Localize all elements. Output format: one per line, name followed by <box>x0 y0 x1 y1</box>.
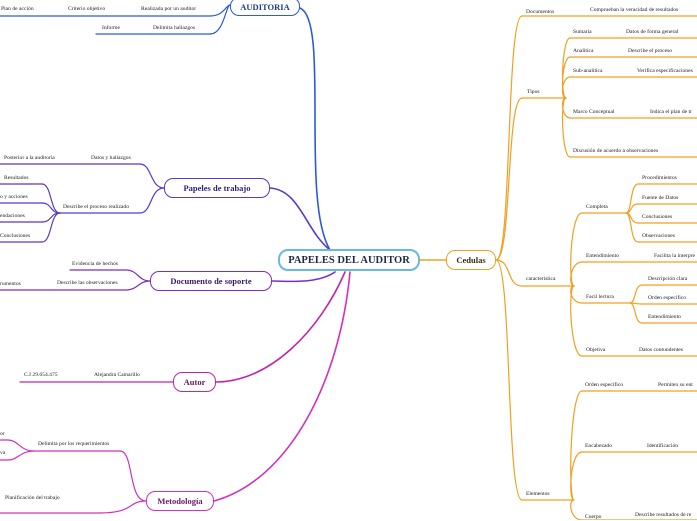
label-entendimiento[interactable]: Entendimiento <box>586 253 619 259</box>
label-conclusiones[interactable]: Conclusiones <box>0 233 31 239</box>
label-documentos[interactable]: Documentos <box>526 9 555 15</box>
label-comprueban-veracidad[interactable]: Comprueban la veracidad de resultados <box>590 7 679 13</box>
label-describe-observaciones[interactable]: Describe las observaciones <box>57 280 118 286</box>
label-marco-conceptual[interactable]: Marco Conceptual <box>573 109 615 115</box>
label-permiten-entendimiento[interactable]: Permiten su ent <box>658 382 693 388</box>
label-orden-especifico[interactable]: Orden especifico <box>648 295 687 301</box>
label-delimita-requerimientos[interactable]: Delimita por los requerimientos <box>38 441 110 447</box>
label-discusion-observaciones[interactable]: Discusión de acuerdo a observaciones <box>573 148 659 154</box>
label-recomendaciones[interactable]: endaciones <box>0 213 25 219</box>
topic-documento-de-soporte[interactable]: Documento de soporte <box>150 271 272 291</box>
label-delimita-hallazgos[interactable]: Delimita hallazgos <box>153 25 196 31</box>
label-datos-forma-general[interactable]: Datos de forma general <box>626 29 679 35</box>
label-elementos[interactable]: Elementos <box>526 491 550 497</box>
central-topic[interactable]: PAPELES DEL AUDITOR <box>278 249 420 271</box>
label-describe-resultados[interactable]: Describe resultados de re <box>635 512 692 518</box>
label-autor-nombre[interactable]: Alejandra Camarillo <box>94 372 140 378</box>
label-tipos[interactable]: Tipos <box>527 89 540 95</box>
label-informe[interactable]: Informe <box>102 25 121 31</box>
label-realizada-auditor[interactable]: Realizada por un auditor <box>141 6 197 12</box>
label-sub-analitica[interactable]: Sub-analitica <box>573 68 603 74</box>
label-evidencia-hechos[interactable]: Evidencia de hechos <box>72 261 118 267</box>
label-hechos-acciones[interactable]: o y acciones <box>0 194 28 200</box>
label-posterior-auditoria[interactable]: Posterior a la auditoria <box>4 155 55 161</box>
label-verifica-especificaciones[interactable]: Verifica especificaciones <box>637 68 693 74</box>
label-planificacion-trabajo[interactable]: Planificación del trabajo <box>5 495 60 501</box>
label-cuerpo[interactable]: Cuerpo <box>585 514 602 520</box>
topic-auditoria[interactable]: AUDITORIA <box>230 0 300 16</box>
label-objetiva[interactable]: Objetiva <box>586 347 606 353</box>
label-fuente-datos[interactable]: Fuente de Datos <box>642 195 679 201</box>
label-facil-lectura[interactable]: Facil lectura <box>586 294 614 300</box>
label-caracteristica[interactable]: caracteristica <box>526 276 556 282</box>
label-conclusiones-right[interactable]: Conclusiones <box>642 214 673 220</box>
label-plan-accion[interactable]: Plan de acción <box>1 6 34 12</box>
topic-papeles-de-trabajo[interactable]: Papeles de trabajo <box>164 178 270 198</box>
label-sumaria[interactable]: Sumaria <box>573 29 592 35</box>
label-descripcion-clara[interactable]: Descripción clara <box>648 276 688 282</box>
topic-cedulas[interactable]: Cedulas <box>446 250 496 270</box>
label-observaciones[interactable]: Observaciones <box>642 233 675 239</box>
label-procedimientos[interactable]: Procedimientos <box>642 175 677 181</box>
topic-autor[interactable]: Autor <box>173 372 216 392</box>
label-or[interactable]: or <box>0 431 5 437</box>
label-indica-plan[interactable]: Indica el plan de tr <box>650 109 692 115</box>
label-analitica[interactable]: Analitica <box>573 48 594 54</box>
label-describe-proceso[interactable]: Describe el proceso <box>628 48 673 54</box>
label-instrumentos[interactable]: rumentos <box>0 281 21 287</box>
label-datos-hallazgos[interactable]: Datos y hallazgos <box>91 155 131 161</box>
label-orden-especifico-2[interactable]: Orden especifico <box>585 382 624 388</box>
label-va[interactable]: va <box>0 450 6 456</box>
label-facilita-interpretacion[interactable]: Facilita la interpre <box>654 253 696 259</box>
label-identificacion[interactable]: Identificación <box>647 443 679 449</box>
label-resultados[interactable]: Resultados <box>4 175 29 181</box>
label-datos-contundentes[interactable]: Datos contundentes <box>639 347 683 353</box>
topic-metodologia[interactable]: Metodología <box>146 491 214 511</box>
label-encabezado[interactable]: Encabezado <box>585 443 613 449</box>
label-cedula-identidad[interactable]: C.I 29.654.475 <box>24 372 58 378</box>
label-describe-proceso-realizado[interactable]: Describe el proceso realizado <box>63 204 130 210</box>
label-entendimiento-2[interactable]: Entendimiento <box>648 314 681 320</box>
label-completa[interactable]: Completa <box>586 204 608 210</box>
label-criterio-objetivo[interactable]: Criterio objetivo <box>68 6 106 12</box>
